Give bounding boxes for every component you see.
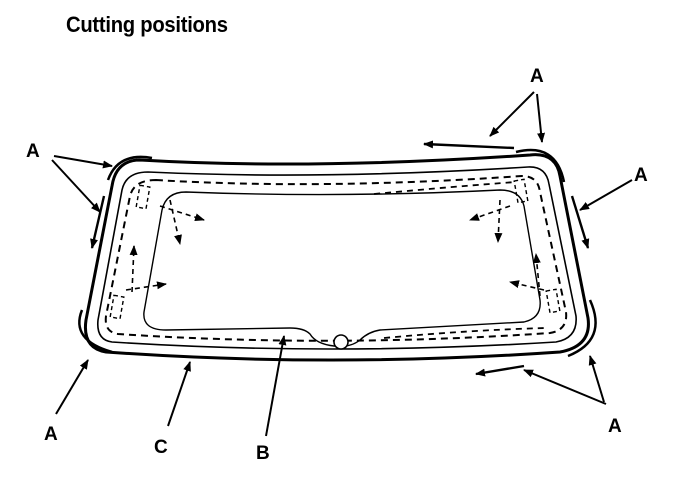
leader-arrows (51, 91, 633, 437)
bulge-top-left (106, 155, 153, 181)
glass-viewing-area-b (143, 189, 541, 348)
label-a-right: A (634, 165, 648, 186)
cut-direction-marks (125, 199, 545, 297)
wiper-hole (333, 334, 349, 350)
arrow-right-down (570, 195, 590, 249)
label-b: B (256, 443, 270, 464)
cutting-line-c (104, 174, 568, 342)
glass-inner-outline (96, 166, 577, 350)
wire-direction-arrows (90, 140, 590, 377)
glass-outer-outline (83, 153, 590, 362)
label-a-bottom-right: A (608, 416, 622, 437)
cutting-line-lower-right (383, 327, 547, 339)
arrow-left-down (90, 195, 106, 249)
label-a-top-left: A (26, 141, 40, 162)
arrow-top-right-wire (423, 140, 515, 150)
label-a-top-right: A (530, 66, 544, 87)
page-title: Cutting positions (66, 12, 228, 37)
clip-marks (109, 178, 561, 320)
label-a-bottom-left: A (44, 424, 58, 445)
arrow-bottom-right-wire (475, 364, 525, 377)
cutting-line-upper-right (373, 181, 517, 195)
bulge-bottom-left (78, 309, 113, 354)
label-c: C (154, 437, 168, 458)
